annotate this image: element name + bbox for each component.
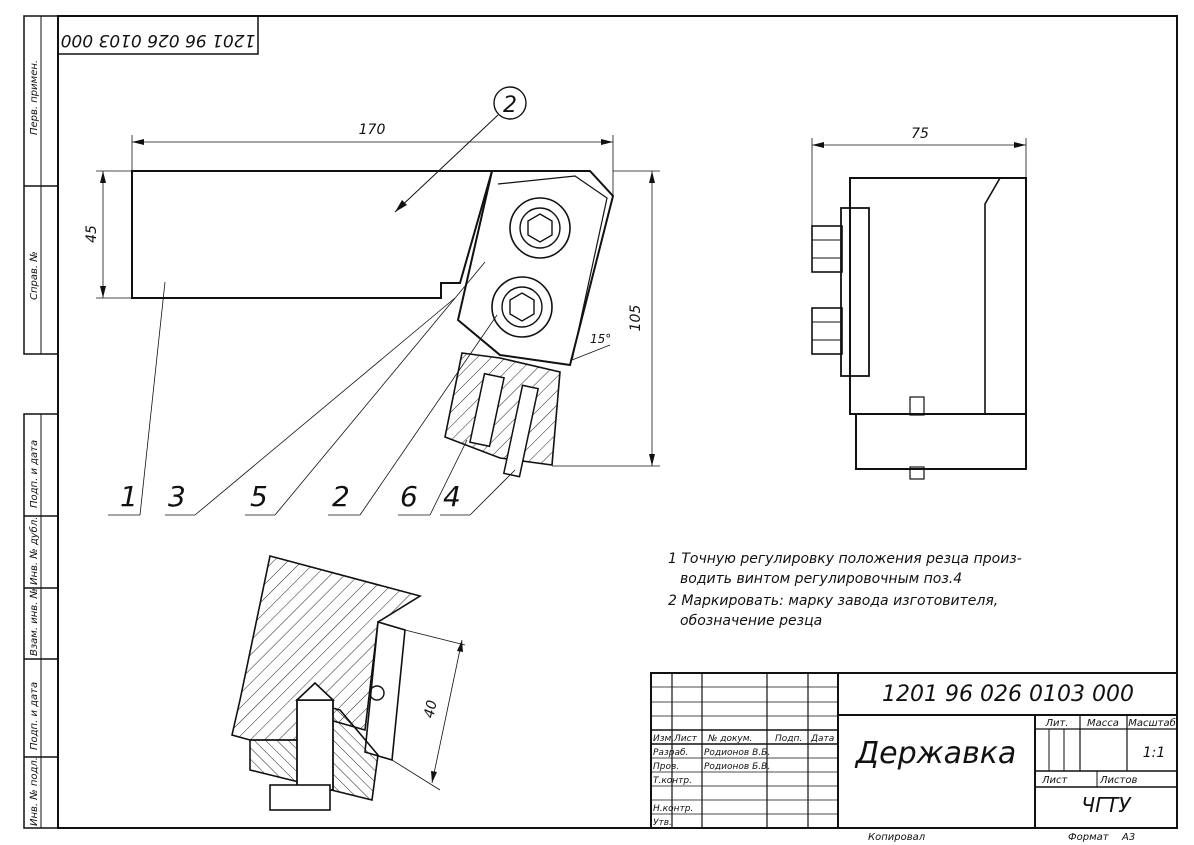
- side-label-vzam: Взам. инв. №: [29, 588, 40, 656]
- tb-organization: ЧГТУ: [1081, 793, 1132, 817]
- note-line-4: обозначение резца: [680, 613, 822, 629]
- dim-40: 40: [421, 699, 440, 720]
- dim-105: 105: [628, 305, 644, 332]
- tb-lit-label: Лит.: [1044, 718, 1068, 729]
- main-view: 170 45 105 15° 2: [84, 86, 660, 516]
- side-label-perv: Перв. примен.: [29, 60, 40, 135]
- balloon-circle: [493, 86, 527, 120]
- leader-label-4: 2: [332, 480, 350, 513]
- top-code-box: 1201 96 026 0103 000: [57, 15, 259, 55]
- side-label-inv-dubl: Инв. № дубл.: [28, 517, 40, 585]
- note-line-3: 2 Маркировать: марку завода изготовителя…: [668, 593, 998, 609]
- tb-row-tkontr: Т.контр.: [653, 776, 692, 786]
- tb-row-razrab: Разраб.: [653, 748, 688, 758]
- tb-row-nkontr: Н.контр.: [653, 804, 693, 814]
- left-side-strip: Перв. примен. Справ. № Подп. и дата Инв.…: [23, 15, 59, 829]
- tb-prov-name: Родионов Б.В.: [704, 762, 770, 772]
- head-block: [456, 170, 615, 367]
- dim-45: 45: [84, 225, 100, 243]
- tb-col-izm: Изм.: [653, 734, 674, 744]
- leader-label-1: 1: [120, 480, 138, 513]
- side-label-podp-2: Подп. и дата: [29, 682, 40, 750]
- tb-designation: 1201 96 026 0103 000: [882, 682, 1134, 707]
- side-label-sprav: Справ. №: [29, 251, 40, 300]
- tb-format-label: Формат: [1068, 832, 1110, 843]
- side-label-inv-podl: Инв. № подл.: [29, 757, 40, 826]
- leader-label-5: 6: [400, 480, 418, 513]
- tb-scale-value: 1:1: [1143, 745, 1166, 761]
- side-label-podp-1: Подп. и дата: [29, 440, 40, 508]
- tb-scale-label: Масштаб: [1128, 717, 1176, 729]
- leader-label-6: 4: [443, 480, 461, 513]
- tb-row-utv: Утв.: [653, 818, 672, 828]
- tb-sheets-label: Листов: [1099, 775, 1137, 786]
- dim-angle: 15°: [590, 332, 611, 346]
- side-view: 75: [811, 126, 1027, 480]
- leader-label-3: 5: [250, 480, 268, 513]
- top-code-text: 1201 96 026 0103 000: [61, 30, 256, 50]
- leader-label-2: 3: [168, 480, 186, 513]
- dim-75: 75: [911, 126, 929, 142]
- tb-copied: Копировал: [868, 832, 926, 843]
- tb-col-doc: № докум.: [707, 734, 752, 744]
- tb-razrab-name: Родионов В.Б.: [704, 748, 770, 758]
- technical-notes: 1 Точную регулировку положения резца про…: [668, 551, 1022, 629]
- tb-format-value: А3: [1121, 832, 1135, 843]
- balloon-number: 2: [503, 93, 517, 118]
- dim-170: 170: [359, 122, 386, 138]
- tb-sheet-label: Лист: [1041, 775, 1069, 786]
- detail-view: 40: [231, 555, 466, 811]
- screw-upper: [509, 197, 571, 259]
- leader-lines: [108, 261, 516, 516]
- title-block: 1201 96 026 0103 000 Державка Изм. Лист …: [650, 672, 1178, 843]
- tb-mass-label: Масса: [1087, 718, 1119, 729]
- section-lower: [444, 352, 561, 466]
- note-line-2: водить винтом регулировочным поз.4: [680, 571, 962, 587]
- shank-body: [131, 170, 494, 299]
- tb-col-list: Лист: [673, 734, 698, 744]
- tb-col-podp: Подп.: [775, 734, 802, 744]
- tb-col-data: Дата: [810, 734, 834, 744]
- tb-part-name: Державка: [854, 736, 1017, 771]
- screw-lower: [491, 276, 553, 338]
- tb-row-prov: Пров.: [653, 762, 679, 772]
- note-line-1: 1 Точную регулировку положения резца про…: [668, 551, 1022, 567]
